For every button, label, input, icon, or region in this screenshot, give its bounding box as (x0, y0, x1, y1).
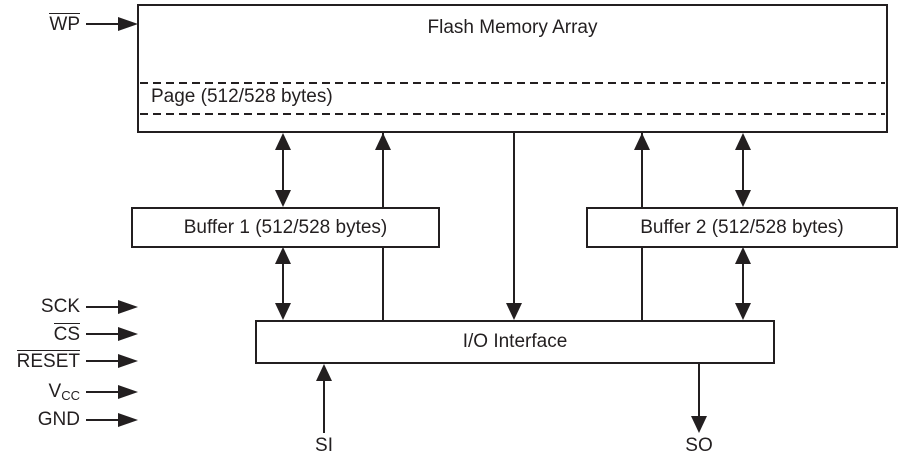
wp-arrow-shaft (86, 23, 118, 25)
arrowhead-down-icon (275, 303, 291, 320)
arrow-buffer1-io (275, 247, 291, 320)
cs-pin-label: CS (0, 323, 80, 346)
reset-arrow-shaft (86, 360, 118, 362)
arrowhead-up-icon (275, 247, 291, 264)
io-interface-box: I/O Interface (255, 320, 775, 364)
arrow-shaft (742, 262, 744, 305)
arrow-shaft (742, 148, 744, 192)
sck-pin-label: SCK (40, 296, 80, 317)
io-interface-label: I/O Interface (462, 331, 568, 352)
arrowhead-up-icon (275, 133, 291, 150)
cs-overline: CS (53, 323, 80, 345)
buffer1-label: Buffer 1 (512/528 bytes) (183, 216, 388, 238)
arrow-shaft (282, 262, 284, 305)
arrowhead-up-into-flash-left (375, 133, 391, 150)
arrowhead-down-icon (735, 190, 751, 207)
wp-arrowhead-right-icon (118, 17, 138, 31)
line-flash-to-io (513, 133, 515, 304)
cs-arrowhead-right-icon (118, 327, 138, 341)
arrowhead-up-icon (735, 247, 751, 264)
vcc-subscript: CC (61, 388, 80, 403)
so-arrowhead-down-icon (691, 416, 707, 433)
gnd-pin-label: GND (37, 409, 80, 430)
arrowhead-up-into-flash-right (634, 133, 650, 150)
page-region-label: Page (512/528 bytes) (151, 86, 333, 107)
arrowhead-up-icon (735, 133, 751, 150)
arrowhead-down-icon (735, 303, 751, 320)
arrow-buffer2-io (735, 247, 751, 320)
flash-memory-array-box: Flash Memory Array Page (512/528 bytes) (137, 4, 888, 133)
vcc-arrowhead-right-icon (118, 385, 138, 399)
vcc-letter: V (48, 381, 62, 402)
buffer2-label: Buffer 2 (512/528 bytes) (640, 216, 844, 238)
vcc-pin-label: VCC (0, 381, 80, 407)
sck-arrowhead-right-icon (118, 300, 138, 314)
page-region-dashed-line-top (140, 82, 885, 84)
arrow-flash-buffer1 (275, 133, 291, 207)
reset-overline: RESET (16, 350, 80, 372)
flash-memory-array-label: Flash Memory Array (427, 17, 598, 38)
si-arrow-shaft (323, 380, 325, 433)
vcc-arrow-shaft (86, 391, 118, 393)
wp-overline: WP (49, 13, 80, 35)
si-pin-label: SI (315, 435, 333, 456)
si-arrowhead-up-icon (316, 364, 332, 381)
page-region-dashed-line-bottom (140, 113, 885, 115)
reset-arrowhead-right-icon (118, 354, 138, 368)
gnd-arrow-shaft (86, 419, 118, 421)
arrowhead-down-icon (275, 190, 291, 207)
arrow-flash-buffer2 (735, 133, 751, 207)
buffer1-box: Buffer 1 (512/528 bytes) (131, 207, 440, 248)
so-arrow-shaft (698, 364, 700, 418)
buffer2-box: Buffer 2 (512/528 bytes) (586, 207, 898, 248)
arrowhead-down-into-io (506, 303, 522, 320)
wp-pin-label: WP (0, 13, 80, 36)
reset-pin-label: RESET (0, 350, 80, 373)
so-pin-label: SO (685, 435, 713, 456)
sck-arrow-shaft (86, 306, 118, 308)
gnd-arrowhead-right-icon (118, 413, 138, 427)
cs-arrow-shaft (86, 333, 118, 335)
arrow-shaft (282, 148, 284, 192)
